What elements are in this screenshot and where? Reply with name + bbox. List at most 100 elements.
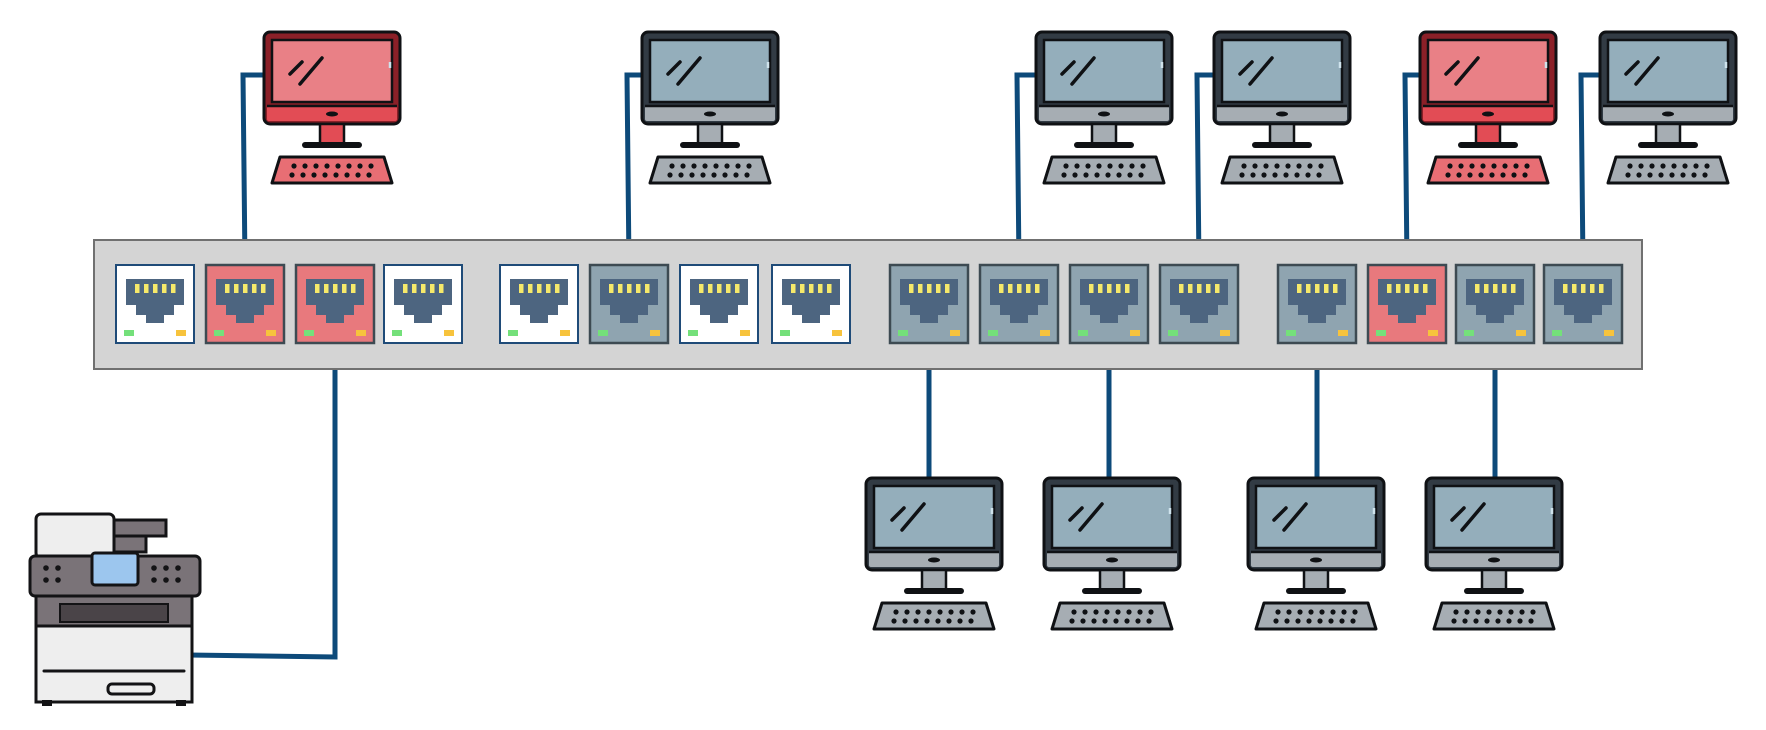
port-pin	[827, 284, 832, 293]
port-pin	[546, 284, 551, 293]
led-amber-icon	[1428, 330, 1438, 336]
port-pin	[818, 284, 823, 293]
keyboard-key	[713, 163, 719, 169]
monitor-screen	[1432, 484, 1556, 550]
screen-glare	[1238, 60, 1254, 76]
power-led-icon	[1106, 557, 1118, 563]
keyboard-key	[1506, 618, 1512, 624]
keyboard-key	[902, 618, 908, 624]
port-pin	[1484, 284, 1489, 293]
screen-glare	[1624, 60, 1640, 76]
keyboard-key	[1691, 172, 1697, 178]
keyboard-key	[1115, 609, 1121, 615]
screen-glare	[1070, 56, 1096, 86]
desktop-computer-icon	[1042, 476, 1182, 631]
keyboard-key	[1636, 172, 1642, 178]
port-pin	[315, 284, 320, 293]
desktop-computer-icon	[1424, 476, 1564, 631]
led-green-icon	[1168, 330, 1178, 336]
keyboard	[872, 601, 996, 631]
port-pin	[555, 284, 560, 293]
port-pin	[234, 284, 239, 293]
led-green-icon	[1376, 330, 1386, 336]
port-pin	[333, 284, 338, 293]
port-pin	[1035, 284, 1040, 293]
keyboard-key	[1138, 172, 1144, 178]
ethernet-port-icon	[115, 264, 195, 344]
keyboard-key	[1307, 163, 1313, 169]
port-pin	[144, 284, 149, 293]
keyboard-key	[1105, 172, 1111, 178]
keyboard-key	[1308, 609, 1314, 615]
port-pin	[351, 284, 356, 293]
port-pin	[1206, 284, 1211, 293]
monitor-base	[1464, 588, 1524, 594]
port-jack	[900, 279, 958, 323]
port-pin	[927, 284, 932, 293]
led-amber-icon	[650, 330, 660, 336]
keyboard-key	[1682, 163, 1688, 169]
led-amber-icon	[1220, 330, 1230, 336]
ethernet-port-icon	[1276, 263, 1358, 345]
network-cable	[240, 72, 264, 266]
monitor-screen	[1050, 484, 1174, 550]
ethernet-port-icon	[1366, 263, 1448, 345]
keyboard-key	[1071, 609, 1077, 615]
keyboard-key	[1273, 618, 1279, 624]
port-pin	[243, 284, 248, 293]
keyboard-key	[1261, 172, 1267, 178]
led-green-icon	[304, 330, 314, 336]
led-amber-icon	[266, 330, 276, 336]
keyboard-key	[1317, 618, 1323, 624]
keyboard-key	[1063, 163, 1069, 169]
port-jack	[690, 279, 748, 323]
port-pin	[1107, 284, 1112, 293]
keyboard-key	[968, 618, 974, 624]
port-pin	[162, 284, 167, 293]
keyboard-key	[355, 172, 361, 178]
port-pin	[135, 284, 140, 293]
port-pin	[999, 284, 1004, 293]
keyboard-key	[1124, 618, 1130, 624]
screen-glare	[666, 60, 682, 76]
keyboard-key	[357, 163, 363, 169]
led-green-icon	[1552, 330, 1562, 336]
screen-glare	[298, 56, 324, 86]
keyboard-key	[1489, 172, 1495, 178]
keyboard-key	[1658, 172, 1664, 178]
keyboard-key	[335, 163, 341, 169]
port-pin	[342, 284, 347, 293]
keyboard-key	[1464, 609, 1470, 615]
keyboard-key	[1475, 609, 1481, 615]
power-led-icon	[1488, 557, 1500, 563]
screen-glare	[890, 506, 906, 522]
monitor-base	[1458, 142, 1518, 148]
port-jack	[306, 279, 364, 323]
keyboard-key	[1102, 618, 1108, 624]
keyboard-key	[1129, 163, 1135, 169]
power-led-icon	[326, 111, 338, 117]
keyboard-key	[1500, 172, 1506, 178]
keyboard-key	[1513, 163, 1519, 169]
keyboard-key	[702, 163, 708, 169]
desktop-computer-icon	[864, 476, 1004, 631]
keyboard-key	[1350, 618, 1356, 624]
monitor-base	[302, 142, 362, 148]
led-amber-icon	[832, 330, 842, 336]
keyboard-key	[1250, 172, 1256, 178]
keyboard-key	[915, 609, 921, 615]
monitor-stand	[1654, 122, 1682, 146]
screen-glare	[1272, 506, 1288, 522]
ethernet-port-icon	[294, 263, 376, 345]
port-pin	[726, 284, 731, 293]
keyboard-key	[302, 163, 308, 169]
keyboard-key	[324, 163, 330, 169]
keyboard-key	[1495, 618, 1501, 624]
port-pin	[153, 284, 158, 293]
port-jack	[510, 279, 568, 323]
printer-button-icon	[163, 577, 169, 583]
port-jack	[394, 279, 452, 323]
monitor-stand	[1090, 122, 1118, 146]
keyboard-key	[893, 609, 899, 615]
keyboard	[648, 155, 772, 185]
